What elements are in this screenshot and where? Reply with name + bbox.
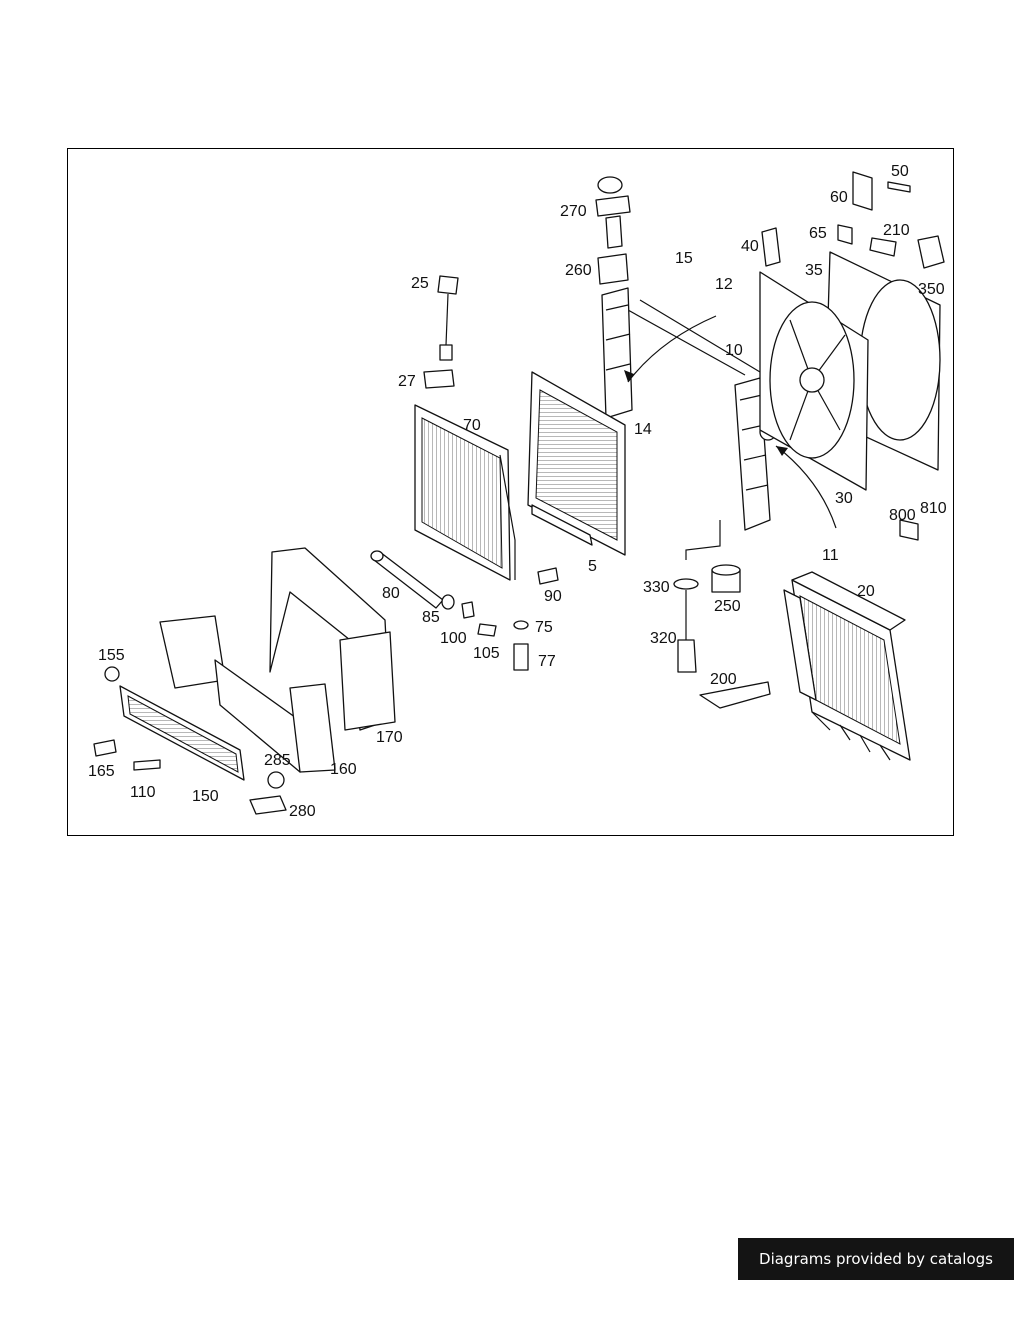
callout-800: 800: [889, 507, 916, 524]
callout-12: 12: [715, 276, 733, 293]
callout-75: 75: [535, 619, 553, 636]
fan-shroud-part: [759, 251, 941, 491]
front-carrier-part: [159, 547, 396, 773]
credit-badge: Diagrams provided by catalogs parts: [738, 1238, 1014, 1310]
condenser-part: [527, 371, 626, 556]
callout-200: 200: [710, 671, 737, 688]
callout-90: 90: [544, 588, 562, 605]
callout-270: 270: [560, 203, 587, 220]
callout-65: 65: [809, 225, 827, 242]
callout-250: 250: [714, 598, 741, 615]
lower-center-parts: [673, 564, 771, 709]
drier-part: [370, 550, 444, 609]
callout-30: 30: [835, 490, 853, 507]
exploded-parts-diagram: 270 260 25 27 15 12 10 14 70 5 80 85 100…: [88, 163, 947, 820]
callout-60: 60: [830, 189, 848, 206]
callout-320: 320: [650, 630, 677, 647]
callout-330: 330: [643, 579, 670, 596]
callout-50: 50: [891, 163, 909, 180]
sensor-parts: [423, 275, 459, 389]
callout-155: 155: [98, 647, 125, 664]
radiator-tank-part: [609, 299, 777, 531]
diagram-frame: [67, 148, 954, 836]
callout-285: 285: [264, 752, 291, 769]
top-mount-parts: [595, 176, 631, 285]
ac-condenser-part: [414, 404, 516, 581]
callout-25: 25: [411, 275, 429, 292]
callout-160: 160: [330, 761, 357, 778]
callout-150: 150: [192, 788, 219, 805]
callout-27: 27: [398, 373, 416, 390]
callout-35: 35: [805, 262, 823, 279]
callout-80: 80: [382, 585, 400, 602]
fixing-parts-upper: [761, 171, 945, 541]
radiator-part: [783, 571, 911, 761]
callout-15: 15: [675, 250, 693, 267]
callout-810: 810: [920, 500, 947, 517]
callout-280: 280: [289, 803, 316, 820]
callout-350: 350: [918, 281, 945, 298]
callout-170: 170: [376, 729, 403, 746]
support-column-part: [601, 287, 633, 419]
callout-210: 210: [883, 222, 910, 239]
callout-85: 85: [422, 609, 440, 626]
callout-5: 5: [588, 558, 597, 575]
callout-100: 100: [440, 630, 467, 647]
hardware-small: [441, 567, 559, 671]
callout-77: 77: [538, 653, 556, 670]
intercooler-part: [119, 685, 245, 781]
callout-11: 11: [822, 547, 839, 564]
callout-10: 10: [725, 342, 743, 359]
callout-70: 70: [463, 417, 481, 434]
callout-110: 110: [130, 784, 156, 801]
callout-14: 14: [634, 421, 652, 438]
assembly-arrows: [624, 315, 837, 560]
hardware-left: [93, 666, 287, 815]
callout-105: 105: [473, 645, 500, 662]
callout-40: 40: [741, 238, 759, 255]
callout-260: 260: [565, 262, 592, 279]
callout-165: 165: [88, 763, 115, 780]
callout-20: 20: [857, 583, 875, 600]
